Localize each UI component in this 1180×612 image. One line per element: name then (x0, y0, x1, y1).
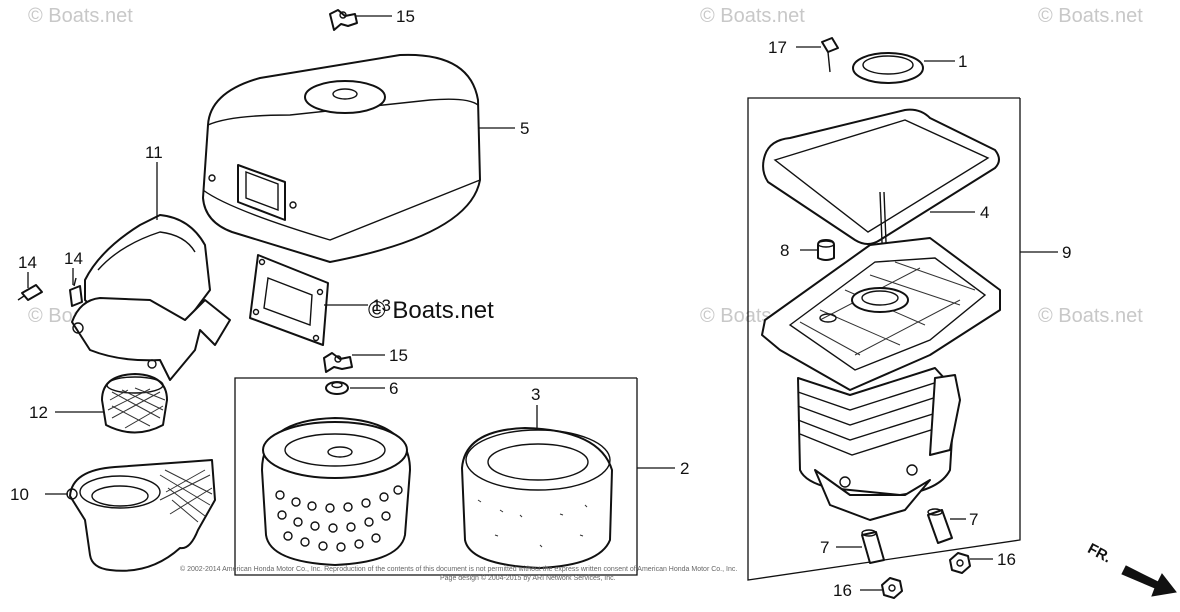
callout-3: 3 (531, 385, 540, 404)
watermark-far-right: © Boats.net (1038, 305, 1143, 327)
nut-16-left (881, 577, 903, 599)
front-direction-marker: FR. (1085, 540, 1177, 597)
seal-ring (852, 52, 924, 84)
cover-guard (71, 214, 231, 381)
filter-element (261, 417, 411, 566)
intake-elbow (66, 459, 216, 572)
watermark-center: © Boats.net (368, 297, 494, 324)
callout-17: 17 (768, 38, 787, 57)
callout-5: 5 (520, 119, 529, 138)
callout-15-middle: 15 (389, 346, 408, 365)
callout-1: 1 (958, 52, 967, 71)
callout-14-left: 14 (18, 253, 37, 272)
wing-nut-top (329, 9, 358, 31)
callout-14-right: 14 (64, 249, 83, 268)
filter-group-box (234, 377, 638, 576)
front-label: FR. (1085, 540, 1114, 566)
nut-16-right (949, 552, 971, 574)
front-arrow-icon (1121, 565, 1177, 597)
foam-filter (461, 427, 613, 569)
callout-16-right: 16 (997, 550, 1016, 569)
watermark-top-left: © Boats.net (28, 5, 133, 27)
callout-15-top: 15 (396, 7, 415, 26)
callout-9: 9 (1062, 243, 1071, 262)
drain-tube-left (861, 529, 885, 564)
collar (817, 239, 835, 261)
air-cleaner-case (761, 191, 1001, 521)
leader-lines (27, 15, 1058, 591)
copyright-line-2: Page design © 2004-2015 by ARI Network S… (440, 574, 616, 582)
drain-tube-right (927, 508, 953, 544)
bolt-14-left (17, 284, 43, 301)
callout-7-right: 7 (969, 510, 978, 529)
case-group-box (747, 97, 1021, 581)
callout-6: 6 (389, 379, 398, 398)
bolt-14-right (69, 277, 83, 307)
copyright-line-1: © 2002-2014 American Honda Motor Co., In… (180, 565, 737, 573)
callout-8: 8 (780, 241, 789, 260)
callout-10: 10 (10, 485, 29, 504)
inlet-screen (101, 373, 168, 434)
callout-12: 12 (29, 403, 48, 422)
bolt-17 (821, 37, 839, 73)
callout-7-left: 7 (820, 538, 829, 557)
callout-4: 4 (980, 203, 989, 222)
watermark-top-right: © Boats.net (1038, 5, 1143, 27)
callout-2: 2 (680, 459, 689, 478)
cover-gasket (249, 254, 329, 346)
callout-16-left: 16 (833, 581, 852, 600)
watermark-top-center: © Boats.net (700, 5, 805, 27)
callout-13: 13 (372, 296, 391, 315)
wing-nut-middle (323, 352, 353, 373)
air-cleaner-cover (202, 53, 481, 263)
callout-11: 11 (145, 143, 163, 162)
grommet (325, 381, 349, 395)
case-gasket (762, 108, 1000, 245)
